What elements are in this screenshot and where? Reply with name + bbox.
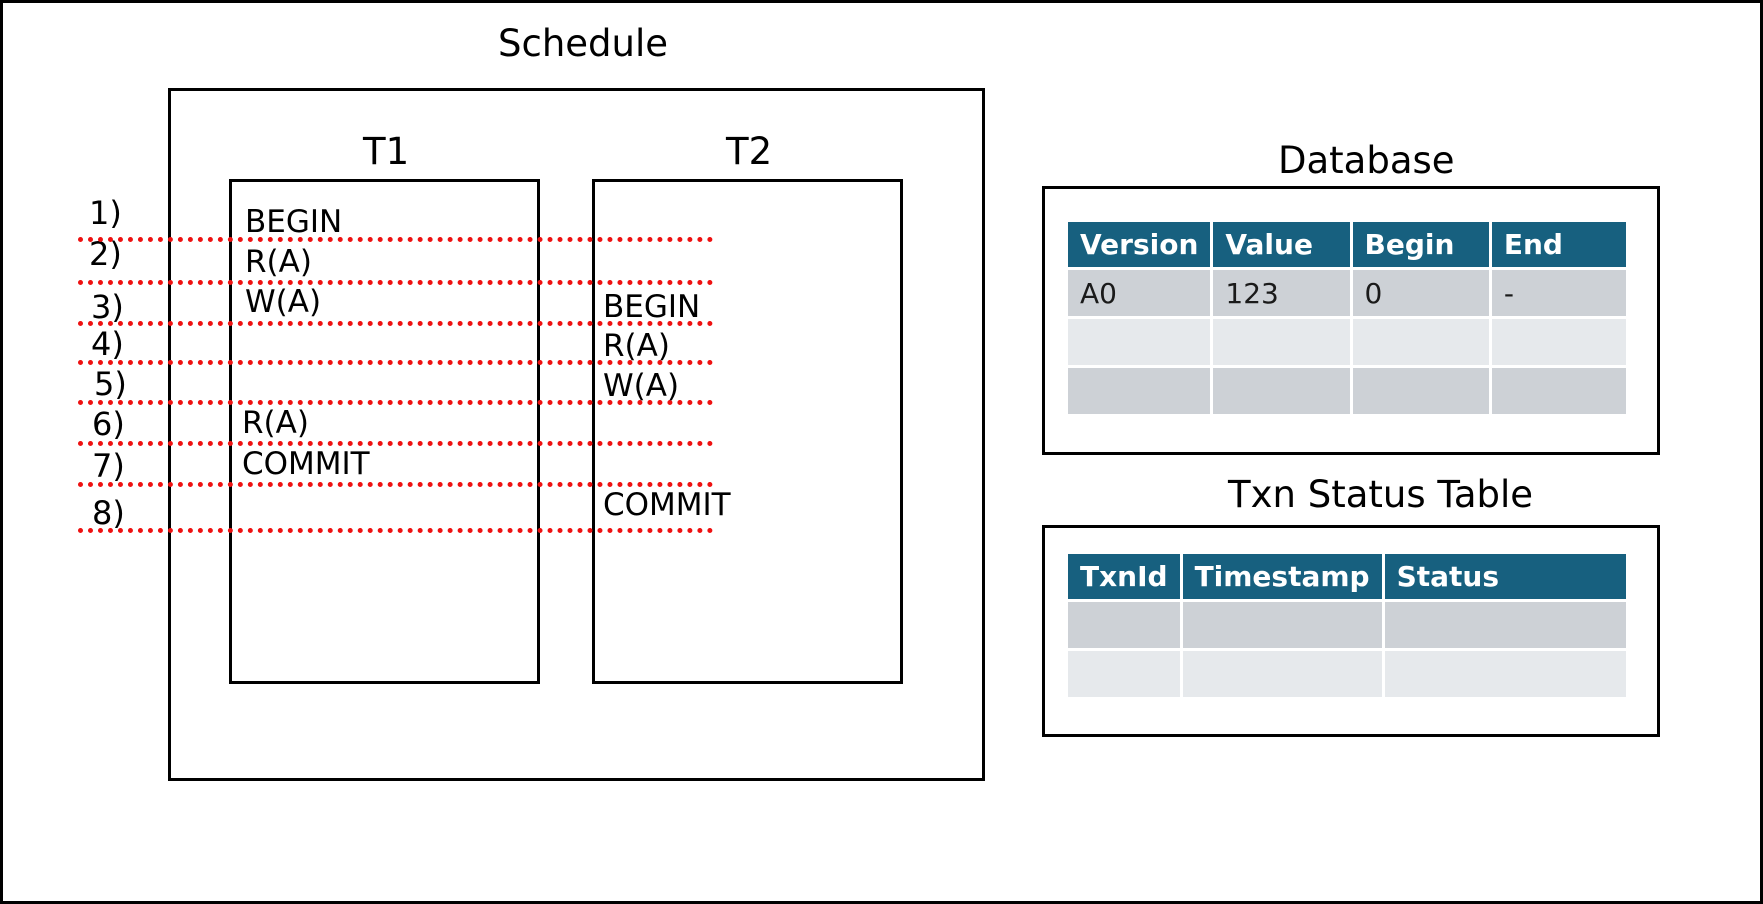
step-4-label: 4) — [91, 325, 124, 363]
column-header: End — [1491, 222, 1626, 267]
table-cell — [1182, 651, 1382, 697]
column-header: Status — [1384, 554, 1626, 599]
table-cell: A0 — [1068, 270, 1211, 316]
schedule-frame — [168, 88, 985, 781]
t1-read-op: R(A) — [242, 405, 309, 441]
txn-status-frame — [1042, 525, 1660, 737]
step-separator-line — [78, 360, 713, 365]
step-5-label: 5) — [94, 365, 127, 403]
t2-write-op: W(A) — [603, 368, 680, 404]
database-frame — [1042, 186, 1660, 455]
column-header: Version — [1068, 222, 1211, 267]
table-row — [1068, 319, 1626, 365]
step-separator-line — [78, 482, 713, 487]
table-cell — [1352, 319, 1489, 365]
column-header: Begin — [1352, 222, 1489, 267]
step-separator-line — [78, 441, 713, 446]
table-cell — [1182, 602, 1382, 648]
table-cell — [1491, 319, 1626, 365]
txn-status-table: TxnId Timestamp Status — [1065, 551, 1629, 700]
table-row — [1068, 602, 1626, 648]
t1-begin-op: BEGIN — [245, 204, 343, 240]
column-header: Timestamp — [1182, 554, 1382, 599]
t2-commit-op: COMMIT — [603, 487, 731, 523]
table-row: A0 123 0 - — [1068, 270, 1626, 316]
step-separator-line — [78, 280, 713, 285]
table-header-row: TxnId Timestamp Status — [1068, 554, 1626, 599]
table-cell — [1068, 319, 1211, 365]
step-7-label: 7) — [92, 447, 125, 485]
table-cell — [1068, 368, 1211, 414]
step-8-label: 8) — [92, 494, 125, 532]
step-separator-line — [78, 400, 713, 405]
table-cell: - — [1491, 270, 1626, 316]
table-row — [1068, 368, 1626, 414]
table-cell — [1213, 368, 1350, 414]
column-header: Value — [1213, 222, 1350, 267]
t1-column — [229, 179, 540, 684]
database-table: Version Value Begin End A0 123 0 - — [1065, 219, 1629, 417]
table-cell — [1384, 602, 1626, 648]
t1-label: T1 — [363, 130, 410, 173]
t1-write-op: W(A) — [245, 284, 322, 320]
step-6-label: 6) — [92, 405, 125, 443]
step-1-label: 1) — [89, 194, 122, 232]
table-cell — [1352, 368, 1489, 414]
column-header: TxnId — [1068, 554, 1180, 599]
table-cell — [1068, 651, 1180, 697]
t1-commit-op: COMMIT — [242, 446, 370, 482]
table-cell — [1384, 651, 1626, 697]
table-cell — [1213, 319, 1350, 365]
step-separator-line — [78, 321, 713, 326]
schedule-title: Schedule — [498, 22, 669, 65]
t2-begin-op: BEGIN — [603, 289, 701, 325]
table-cell — [1491, 368, 1626, 414]
table-row — [1068, 651, 1626, 697]
database-title: Database — [1278, 139, 1455, 182]
t2-label: T2 — [726, 130, 773, 173]
step-2-label: 2) — [89, 235, 122, 273]
step-3-label: 3) — [91, 288, 124, 326]
t2-column — [592, 179, 903, 684]
t2-read-op: R(A) — [603, 328, 670, 364]
table-header-row: Version Value Begin End — [1068, 222, 1626, 267]
table-cell: 0 — [1352, 270, 1489, 316]
table-cell — [1068, 602, 1180, 648]
step-separator-line — [78, 237, 713, 242]
txn-status-title: Txn Status Table — [1228, 473, 1534, 516]
table-cell: 123 — [1213, 270, 1350, 316]
step-separator-line — [78, 528, 713, 533]
t1-read-op: R(A) — [245, 244, 312, 280]
